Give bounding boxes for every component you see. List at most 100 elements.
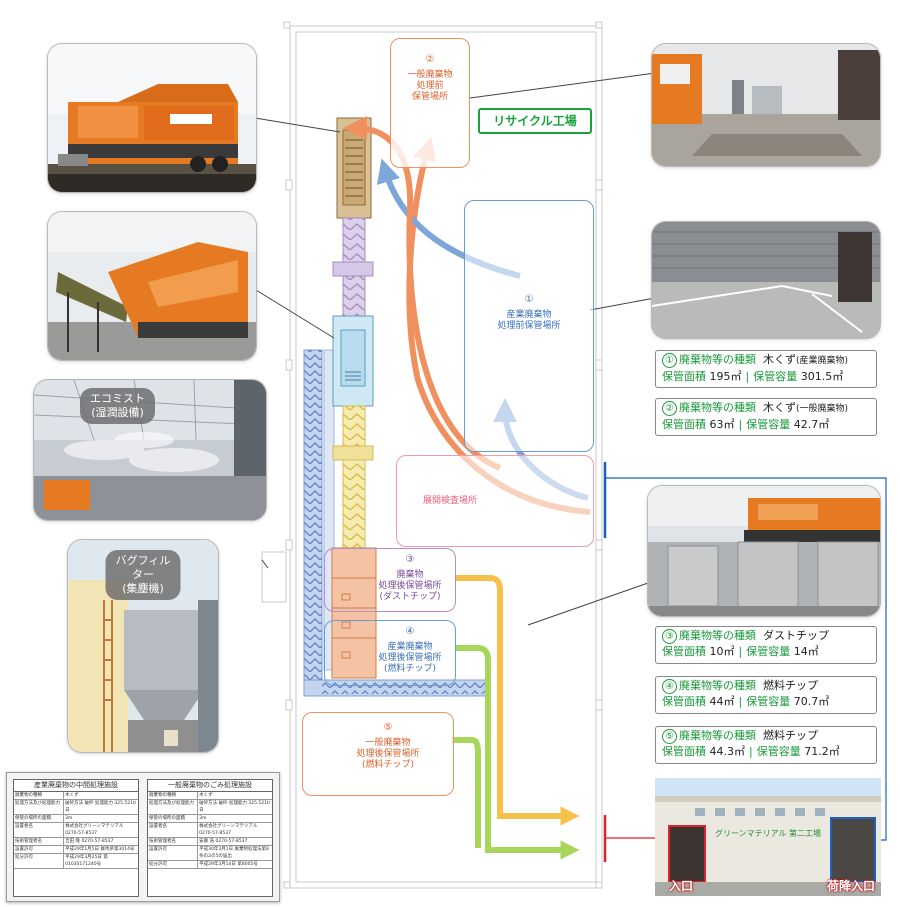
info-5-area-value: 44.3㎡ xyxy=(709,745,746,758)
info-4-cap-value: 70.7㎥ xyxy=(793,695,830,708)
sign-row-key: 保管の場所の面積 xyxy=(148,814,199,823)
info-2-type-value: 木くず xyxy=(763,401,796,414)
photo-output-bins xyxy=(648,486,880,616)
info-5-cap-label: 保管容量 xyxy=(756,745,801,758)
info-4-number: ④ xyxy=(662,679,677,694)
sign-row-value: 平成29年3月14日 第8005号 xyxy=(197,860,272,869)
info-1-cap-label: 保管容量 xyxy=(753,370,798,383)
info-3-type-value: ダストチップ xyxy=(763,629,829,642)
info-1-type-note: (産業廃棄物) xyxy=(796,356,849,366)
sign-general: 一般廃棄物のごみ処理施設 廃棄物の種類木くず 処理方法及び処理能力破砕方法 破砕… xyxy=(147,779,273,897)
sign-row-key: 処分許可 xyxy=(148,860,199,869)
sign-industrial-title: 産業廃棄物の中間処理施設 xyxy=(14,780,138,792)
sign-row-key: 設置者名 xyxy=(148,822,199,838)
info-3-number: ③ xyxy=(662,629,677,644)
info-2-cap-label: 保管容量 xyxy=(746,418,791,431)
photo-eco-mist: エコミスト (湿潤設備) xyxy=(34,380,266,520)
zone-3-number: ③ xyxy=(405,554,415,565)
sign-general-table: 廃棄物の種類木くず 処理方法及び処理能力破砕方法 破砕 処理能力 325.521… xyxy=(148,792,272,869)
zone-2-label: 一般廃棄物 処理前 保管場所 xyxy=(407,70,453,102)
sign-row-value: 株式会社グリーンマテリアル 0270-57-8537 xyxy=(197,822,272,838)
sign-row-value: 木くず xyxy=(197,792,272,800)
photo-industrial-pre-storage xyxy=(652,222,880,338)
sign-row-value: 株式会社グリーンマテリアル 0270-57-8537 xyxy=(63,822,138,838)
sign-row-value: 平成30年3月1日 廃棄物処理法第8条の2の5の届出 xyxy=(197,845,272,861)
loading-entrance-label: 荷降入口 xyxy=(826,879,875,893)
return-conveyor xyxy=(303,349,491,697)
sign-row-value: 破砕方法 破砕 処理能力 325.521t/日 xyxy=(63,799,138,815)
info-4-area-label: 保管面積 xyxy=(662,695,706,708)
photo-building-entrance: グリーンマテリアル 第二工場 入口 荷降入口 xyxy=(655,778,881,896)
info-2-area-label: 保管面積 xyxy=(662,418,706,431)
sign-row-key: 処分許可 xyxy=(14,853,65,869)
zone-2-general-pre-storage: ② 一般廃棄物 処理前 保管場所 xyxy=(390,38,470,168)
info-5-type-label: 廃棄物等の種類 xyxy=(679,729,756,742)
info-2-number: ② xyxy=(662,401,677,416)
sign-row-key: 保管の場所の面積 xyxy=(14,814,65,823)
permit-signboard: 産業廃棄物の中間処理施設 廃棄物の種類木くず 処理方法及び処理能力破砕方法 破砕… xyxy=(6,772,280,902)
sign-row-key: 処理方法及び処理能力 xyxy=(14,799,65,815)
sign-row-key: 処理方法及び処理能力 xyxy=(148,799,199,815)
sign-row-key: 技術管理者名 xyxy=(148,837,199,846)
zone-2-number: ② xyxy=(425,54,435,65)
info-1-area-label: 保管面積 xyxy=(662,370,706,383)
info-2-area-value: 63㎡ xyxy=(709,418,735,431)
factory-label: リサイクル工場 xyxy=(478,108,592,134)
sign-row-key: 設置許可 xyxy=(14,845,65,854)
info-4-type-value: 燃料チップ xyxy=(763,679,818,692)
info-1-cap-value: 301.5㎥ xyxy=(800,370,844,383)
sign-row-key: 技術管理者名 xyxy=(14,837,65,846)
info-1-type-value: 木くず xyxy=(763,353,796,366)
sign-row-value: 破砕方法 破砕 処理能力 325.521t/日 xyxy=(197,799,272,815)
info-3-area-label: 保管面積 xyxy=(662,645,706,658)
inspection-area: 展開検査場所 xyxy=(396,455,594,547)
entrance-label: 入口 xyxy=(669,879,694,893)
leader-lines xyxy=(254,72,656,626)
zone-5-label: 一般廃棄物 処理後保管場所 (燃料チップ) xyxy=(356,738,420,770)
info-4-cap-label: 保管容量 xyxy=(746,695,791,708)
building-outline xyxy=(261,21,603,889)
info-1-area-value: 195㎡ xyxy=(709,370,742,383)
bagfilter-label: バグフィルター (集塵機) xyxy=(105,550,181,600)
zone-4-number: ④ xyxy=(405,626,415,637)
info-2-cap-value: 42.7㎥ xyxy=(793,418,830,431)
info-2-type-label: 廃棄物等の種類 xyxy=(679,401,756,414)
zone-1-number: ① xyxy=(524,294,534,305)
zone-4-fuel-chip-industrial: ④ 産業廃棄物 処理後保管場所 (燃料チップ) xyxy=(324,620,456,686)
sign-row-key: 設置者名 xyxy=(14,822,65,838)
sign-row-value: 平成29年3月25日 第01030171240号 xyxy=(63,853,138,869)
photo-general-pre-storage xyxy=(652,44,880,166)
zone-5-fuel-chip-general: ⑤ 一般廃棄物 処理後保管場所 (燃料チップ) xyxy=(302,712,454,796)
sign-row-value: 安藤 浩 0270-57-8537 xyxy=(197,837,272,846)
zone-3-dust-chip-storage: ③ 廃棄物 処理後保管場所 (ダストチップ) xyxy=(324,548,456,612)
mist-label: エコミスト (湿潤設備) xyxy=(80,388,155,424)
photo-bag-filter: バグフィルター (集塵機) xyxy=(68,540,218,752)
info-1-number: ① xyxy=(662,353,677,368)
sign-row-key: 廃棄物の種類 xyxy=(148,792,199,800)
zone-5-number: ⑤ xyxy=(383,722,393,733)
sign-row-key: 設置許可 xyxy=(148,845,199,861)
zone-1-industrial-pre-storage: ① 産業廃棄物 処理前保管場所 xyxy=(464,200,594,452)
sign-row-value: 吉田 隆 0270-57-8537 xyxy=(63,837,138,846)
sign-general-title: 一般廃棄物のごみ処理施設 xyxy=(148,780,272,792)
zone-4-label: 産業廃棄物 処理後保管場所 (燃料チップ) xyxy=(378,642,442,674)
photo-primary-shredder xyxy=(48,44,256,192)
zone-1-label: 産業廃棄物 処理前保管場所 xyxy=(497,310,561,331)
building-sign-text: グリーンマテリアル 第二工場 xyxy=(715,829,822,838)
sign-row-value: 木くず xyxy=(63,792,138,800)
info-5-area-label: 保管面積 xyxy=(662,745,706,758)
sign-row-key: 廃棄物の種類 xyxy=(14,792,65,800)
sign-row-value: 平成29年1月5日 群馬県第3014号 xyxy=(63,845,138,854)
info-1-type-label: 廃棄物等の種類 xyxy=(679,353,756,366)
info-5-type-value: 燃料チップ xyxy=(763,729,818,742)
info-3-cap-value: 14㎥ xyxy=(793,645,819,658)
sign-row-value: 3m xyxy=(63,814,138,823)
info-5-cap-value: 71.2㎥ xyxy=(804,745,840,758)
sign-industrial: 産業廃棄物の中間処理施設 廃棄物の種類木くず 処理方法及び処理能力破砕方法 破砕… xyxy=(13,779,139,897)
